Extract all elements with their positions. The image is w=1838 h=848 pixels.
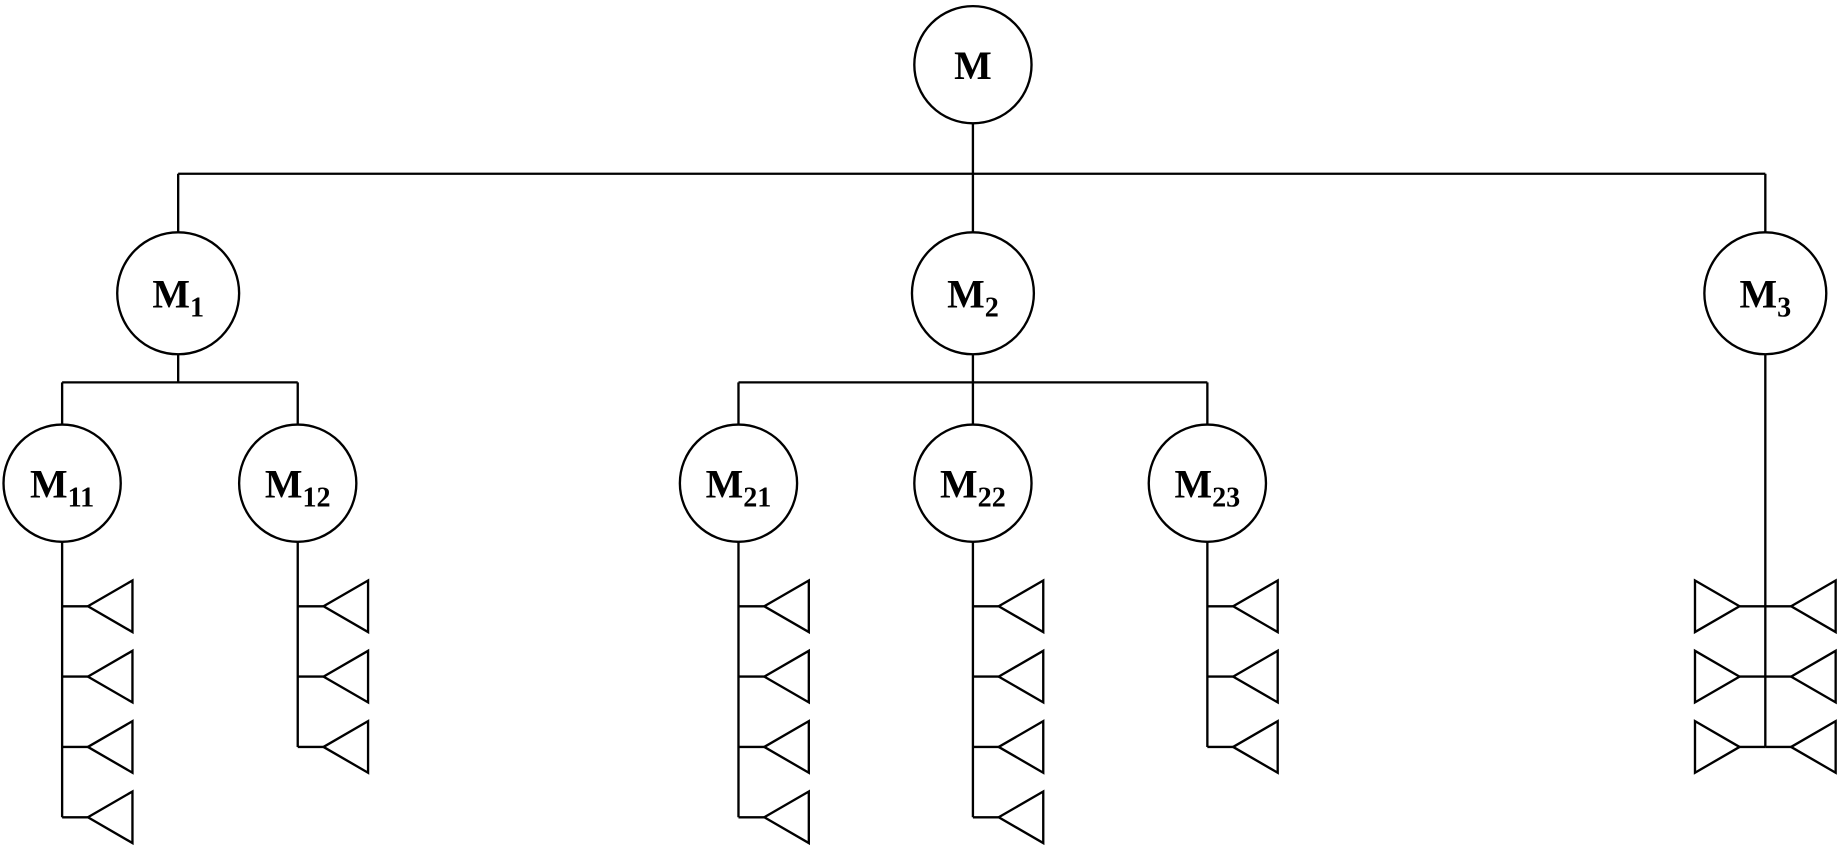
node-circle bbox=[1703, 231, 1828, 356]
node-circle bbox=[116, 231, 241, 356]
antenna-triangle bbox=[996, 648, 1045, 705]
node-label-main: M bbox=[940, 461, 978, 506]
antenna-icon bbox=[972, 648, 1045, 705]
node-m3: M3 bbox=[1703, 231, 1828, 356]
node-label: M1 bbox=[152, 271, 204, 323]
node-m12: M12 bbox=[237, 423, 358, 543]
node-label: M22 bbox=[940, 461, 1006, 513]
antenna-triangle bbox=[1693, 578, 1742, 635]
connector-lines bbox=[60, 123, 1837, 846]
node-label-main: M bbox=[706, 461, 744, 506]
node-label-subscript: 22 bbox=[978, 483, 1006, 514]
node-label: M11 bbox=[30, 461, 94, 513]
node-label-main: M bbox=[152, 271, 190, 316]
node-label: M12 bbox=[265, 461, 331, 513]
antenna-icon bbox=[1207, 578, 1279, 635]
node-label-subscript: 12 bbox=[302, 483, 330, 514]
antenna-triangle bbox=[761, 578, 810, 635]
node-m21: M21 bbox=[678, 423, 799, 543]
antenna-icon bbox=[1765, 648, 1837, 705]
antenna-triangle bbox=[85, 578, 134, 635]
antenna-triangle bbox=[321, 648, 370, 705]
antenna-icon bbox=[738, 648, 810, 705]
antenna-triangle bbox=[85, 648, 134, 705]
antenna-icon bbox=[738, 789, 810, 846]
antenna-triangle bbox=[1693, 648, 1742, 705]
node-label-subscript: 1 bbox=[190, 293, 204, 324]
antenna-triangle bbox=[85, 789, 134, 846]
node-circle bbox=[913, 423, 1033, 543]
node-circle bbox=[2, 423, 122, 543]
antenna-icon bbox=[62, 789, 134, 846]
antenna-icon bbox=[297, 648, 370, 705]
node-label: M3 bbox=[1739, 271, 1791, 323]
node-label: M bbox=[954, 43, 992, 88]
antenna-icon bbox=[738, 578, 810, 635]
antenna-triangle bbox=[761, 719, 810, 775]
antenna-icon bbox=[1207, 648, 1279, 705]
node-m2: M2 bbox=[910, 231, 1036, 356]
node-label-subscript: 2 bbox=[985, 293, 999, 324]
antenna-icon bbox=[297, 578, 370, 635]
antenna-triangle bbox=[1230, 719, 1279, 775]
node-circle bbox=[910, 231, 1036, 356]
antenna-icon bbox=[972, 578, 1045, 635]
antenna-triangle bbox=[1788, 719, 1837, 775]
node-label-main: M bbox=[265, 461, 303, 506]
antenna-icon bbox=[62, 719, 134, 775]
antenna-triangle bbox=[1693, 719, 1742, 775]
antenna-icon bbox=[738, 719, 810, 775]
antenna-icon bbox=[297, 719, 370, 775]
antenna-triangle bbox=[1230, 578, 1279, 635]
node-circle bbox=[678, 423, 799, 543]
antenna-icon bbox=[1765, 719, 1837, 775]
antenna-triangle bbox=[996, 719, 1045, 775]
node-label-subscript: 23 bbox=[1212, 483, 1240, 514]
antenna-icon bbox=[62, 648, 134, 705]
node-label-main: M bbox=[947, 271, 985, 316]
node-circle bbox=[1147, 423, 1268, 543]
antenna-triangle bbox=[761, 648, 810, 705]
antenna-icon bbox=[1207, 719, 1279, 775]
antenna-icon bbox=[1693, 648, 1766, 705]
antenna-triangle bbox=[761, 789, 810, 846]
node-circle bbox=[913, 4, 1033, 125]
node-label-subscript: 11 bbox=[68, 483, 95, 514]
node-m: M bbox=[913, 4, 1033, 125]
node-label-main: M bbox=[1174, 461, 1212, 506]
node-label-main: M bbox=[30, 461, 68, 506]
antenna-triangle bbox=[85, 719, 134, 775]
antenna-icon bbox=[1693, 719, 1766, 775]
antenna-triangle bbox=[1230, 648, 1279, 705]
node-m1: M1 bbox=[116, 231, 241, 356]
antenna-icon bbox=[1765, 578, 1837, 635]
node-label: M2 bbox=[947, 271, 999, 323]
node-label-subscript: 21 bbox=[743, 483, 771, 514]
node-m11: M11 bbox=[2, 423, 122, 543]
node-label-main: M bbox=[1739, 271, 1777, 316]
antenna-triangle bbox=[996, 578, 1045, 635]
antenna-icon bbox=[1693, 578, 1766, 635]
antenna-triangle bbox=[996, 789, 1045, 846]
node-circle bbox=[237, 423, 358, 543]
antenna-icon bbox=[972, 719, 1045, 775]
node-label-subscript: 3 bbox=[1777, 293, 1791, 324]
antenna-triangle bbox=[1788, 648, 1837, 705]
node-label: M21 bbox=[706, 461, 772, 513]
node-label: M23 bbox=[1174, 461, 1240, 513]
antenna-icon bbox=[62, 578, 134, 635]
antenna-icon bbox=[972, 789, 1045, 846]
antenna-triangle bbox=[321, 578, 370, 635]
antenna-triangle bbox=[321, 719, 370, 775]
antenna-triangle bbox=[1788, 578, 1837, 635]
node-m23: M23 bbox=[1147, 423, 1268, 543]
node-label-main: M bbox=[954, 43, 992, 88]
node-m22: M22 bbox=[913, 423, 1033, 543]
